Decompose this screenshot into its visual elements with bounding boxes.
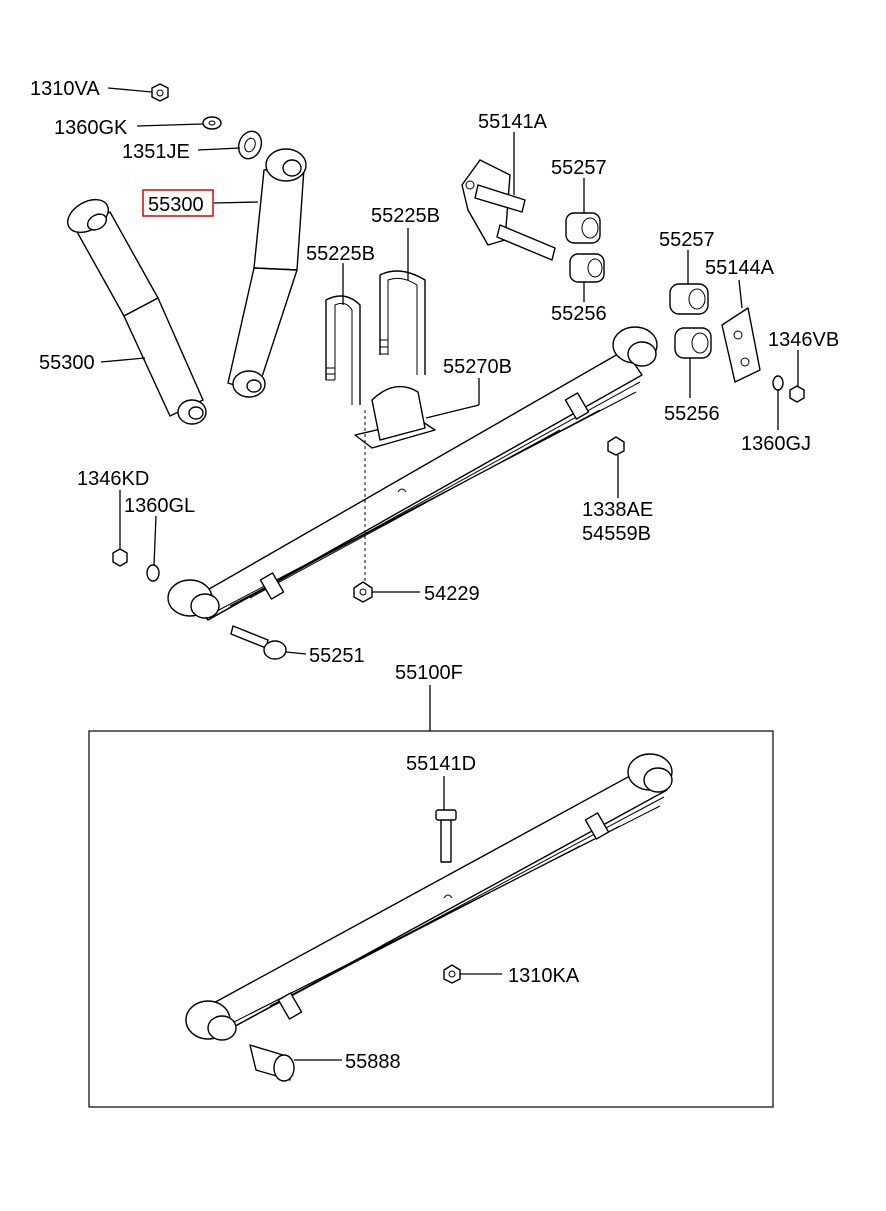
label-1346VB: 1346VB	[768, 329, 839, 351]
selected-part-highlight	[142, 189, 214, 217]
label-1360GJ: 1360GJ	[741, 433, 811, 455]
nut-1346KD[interactable]	[112, 548, 128, 567]
label-1360GL: 1360GL	[124, 495, 195, 517]
leaf-spring-upper[interactable]	[167, 326, 658, 621]
label-55141D: 55141D	[406, 753, 476, 775]
bushing-55257-right[interactable]	[669, 283, 709, 315]
label-54559B: 54559B	[582, 523, 651, 545]
washer-1360GK[interactable]	[202, 116, 222, 130]
leader-lines	[100, 87, 799, 1061]
assembly-box-55100F	[88, 730, 774, 1108]
leaf-spring-lower[interactable]	[185, 753, 673, 1041]
label-55300: 55300	[39, 352, 95, 374]
label-1338AE: 1338AE	[582, 499, 653, 521]
u-bolt-55225B-right[interactable]	[379, 270, 426, 375]
label-55225B-right: 55225B	[371, 205, 440, 227]
washer-1351JE[interactable]	[235, 128, 265, 162]
label-1351JE: 1351JE	[122, 141, 190, 163]
label-55270B: 55270B	[443, 356, 512, 378]
label-55100F: 55100F	[395, 662, 463, 684]
label-1310KA: 1310KA	[508, 965, 580, 987]
shock-absorber-left[interactable]	[62, 193, 207, 425]
nut-1310KA[interactable]	[443, 964, 461, 984]
washer-1360GJ[interactable]	[772, 375, 784, 391]
center-bolt-55141D[interactable]	[435, 809, 457, 863]
bushing-55256-right[interactable]	[674, 327, 712, 359]
label-55251: 55251	[309, 645, 365, 667]
bushing-55256-top[interactable]	[569, 253, 605, 283]
label-55257-top: 55257	[551, 157, 607, 179]
hanger-bracket-55141A[interactable]	[461, 159, 556, 261]
label-55225B-left: 55225B	[306, 243, 375, 265]
label-1310VA: 1310VA	[30, 78, 100, 100]
bushing-55257-top[interactable]	[565, 212, 601, 244]
label-1346KD: 1346KD	[77, 468, 149, 490]
nut-54229[interactable]	[353, 581, 373, 603]
label-55256-right: 55256	[664, 403, 720, 425]
bolt-55251[interactable]	[230, 625, 287, 660]
shackle-plate-55144A[interactable]	[721, 307, 761, 383]
bushing-55888[interactable]	[249, 1044, 295, 1082]
label-54229: 54229	[424, 583, 480, 605]
label-55256-top: 55256	[551, 303, 607, 325]
label-55144A: 55144A	[705, 257, 775, 279]
u-bolt-55225B-left[interactable]	[325, 295, 361, 405]
nut-1310VA[interactable]	[151, 83, 169, 102]
washer-1360GL[interactable]	[146, 564, 160, 582]
nut-1346VB[interactable]	[789, 385, 805, 403]
bump-stopper-55270B[interactable]	[354, 385, 436, 449]
label-55141A: 55141A	[478, 111, 548, 133]
shock-absorber-right[interactable]	[227, 148, 307, 398]
label-55888: 55888	[345, 1051, 401, 1073]
nut-1338AE[interactable]	[607, 436, 625, 456]
label-55300-selected[interactable]: 55300	[148, 194, 204, 216]
label-55257-right: 55257	[659, 229, 715, 251]
label-1360GK: 1360GK	[54, 117, 128, 139]
